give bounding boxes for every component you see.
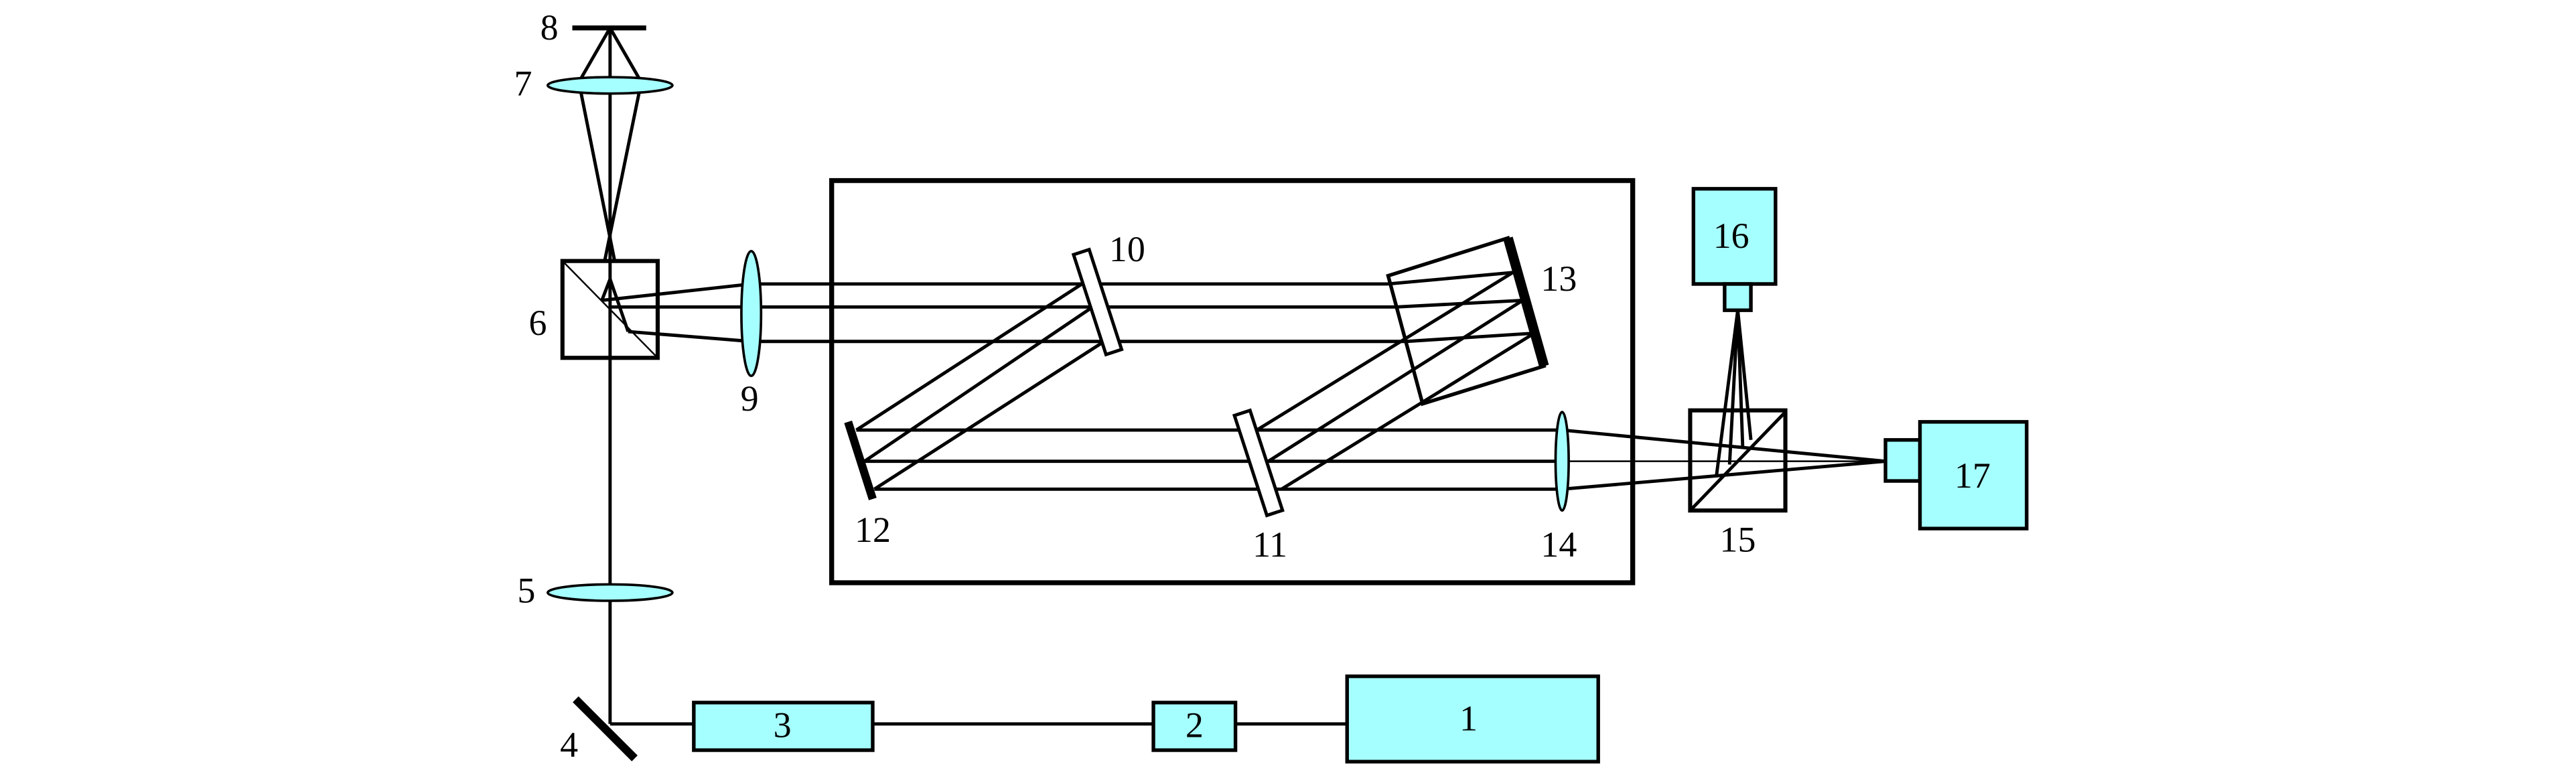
label-10: 10 <box>1109 229 1145 269</box>
mirror-4 <box>573 696 638 762</box>
label-1: 1 <box>1459 699 1478 739</box>
laser-source-1 <box>1345 674 1600 764</box>
label-5: 5 <box>517 571 535 611</box>
diag-10-12-b <box>863 305 1094 463</box>
ray-6-9-bot <box>628 330 752 344</box>
diag-13-11-b <box>1267 299 1524 463</box>
ray-13-a <box>1388 271 1513 286</box>
mirror-12 <box>844 420 877 500</box>
label-12: 12 <box>855 510 891 550</box>
label-7: 7 <box>514 63 532 103</box>
label-3: 3 <box>774 705 792 745</box>
ray-6-9-top <box>601 282 752 302</box>
ray-16-a <box>1715 309 1739 477</box>
lens-5 <box>546 583 674 602</box>
beam-splitter-15 <box>1688 408 1788 513</box>
label-14: 14 <box>1541 524 1577 565</box>
ray-16-d <box>1736 309 1753 441</box>
plate-10 <box>1071 247 1124 357</box>
label-15: 15 <box>1720 520 1756 560</box>
splitter-15-diagonal <box>1689 411 1787 512</box>
label-17: 17 <box>1954 455 1991 496</box>
label-13: 13 <box>1541 259 1577 299</box>
label-4: 4 <box>560 725 578 765</box>
label-2: 2 <box>1186 705 1204 745</box>
spectrometer-enclosure <box>829 177 1636 585</box>
lens-14 <box>1554 411 1570 512</box>
ray-16-b <box>1727 310 1739 465</box>
grating-13-housing <box>1386 235 1547 407</box>
camera-16 <box>1691 187 1778 286</box>
camera-16-lens <box>1723 282 1753 312</box>
label-11: 11 <box>1253 524 1287 565</box>
camera-17 <box>1918 420 2029 530</box>
component-3 <box>692 701 875 752</box>
component-2 <box>1151 701 1238 752</box>
lens-7 <box>546 76 674 95</box>
label-16: 16 <box>1713 216 1749 256</box>
ray-left-cube <box>600 274 630 332</box>
label-8: 8 <box>541 7 559 48</box>
diag-10-12-a <box>855 281 1086 432</box>
ray-13-c <box>1406 332 1534 344</box>
label-6: 6 <box>529 303 547 343</box>
diag-13-11-a <box>1256 271 1514 432</box>
diag-13-11-c <box>1280 332 1535 491</box>
ray-right <box>595 27 643 299</box>
label-9: 9 <box>741 378 759 419</box>
camera-17-lens <box>1883 438 1922 483</box>
lens-9 <box>740 250 763 378</box>
diag-10-12-c <box>873 340 1105 491</box>
grating-13 <box>1503 236 1549 368</box>
plate-11 <box>1232 408 1285 518</box>
ray-14-17-top <box>1562 428 1886 464</box>
